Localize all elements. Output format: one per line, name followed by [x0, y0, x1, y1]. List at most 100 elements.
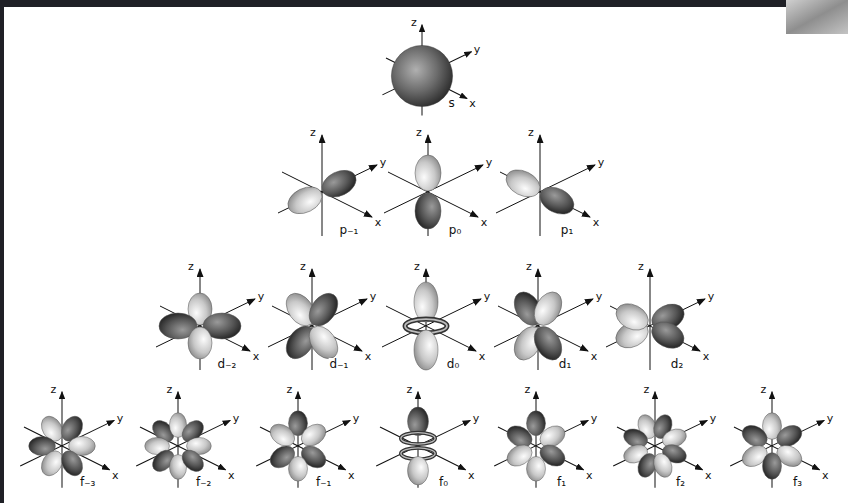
orbital-plot: [278, 135, 377, 236]
axis-label: x: [592, 217, 601, 228]
axis-label: x: [467, 469, 476, 480]
orbital-label: p₁: [560, 224, 574, 236]
orbital-torus-highlight: [401, 433, 435, 444]
orbital-plot: [376, 392, 470, 488]
orbital-plot: [496, 135, 595, 236]
orbital-plot: [494, 269, 593, 370]
corner-thumbnail: [786, 0, 848, 34]
orbital-plot: [136, 392, 230, 488]
left-bar: [0, 0, 4, 503]
axis-label: z: [406, 384, 414, 395]
orbital-plot: [382, 269, 481, 370]
orbital-lobe: [178, 446, 208, 476]
orbital-lobe: [266, 420, 299, 451]
axis-label: z: [637, 261, 645, 272]
axis-label: x: [227, 469, 236, 480]
orbital-label: d₀: [446, 358, 460, 370]
orbital-lobe: [535, 182, 578, 220]
axis-label: z: [527, 127, 535, 138]
orbital-lobe: [188, 327, 212, 359]
orbital-label: s: [448, 97, 456, 109]
axis-label: z: [760, 384, 768, 395]
axis-label: y: [485, 157, 494, 168]
orbital-plot: [268, 269, 367, 370]
axis-label: z: [410, 17, 418, 28]
axis-label: y: [473, 44, 482, 55]
orbital-label: f₁: [556, 476, 567, 488]
axis-label: y: [257, 291, 266, 302]
axis-label: z: [299, 261, 307, 272]
axis-label: x: [347, 469, 356, 480]
orbital-torus: [401, 433, 435, 444]
axis-label: z: [187, 261, 195, 272]
top-bar: [0, 0, 848, 7]
orbital-plot: [613, 392, 707, 488]
orbital-label: f₀: [438, 476, 449, 488]
orbital-plot: [494, 392, 588, 488]
axis-label: x: [374, 217, 383, 228]
axis-label: y: [707, 291, 716, 302]
orbital-lobe: [650, 451, 675, 480]
orbital-lobe: [529, 287, 568, 330]
z-axis: [655, 392, 656, 488]
axis-label: z: [415, 127, 423, 138]
orbital-lobe: [415, 193, 441, 229]
axis-label: y: [595, 291, 604, 302]
axis-label: x: [468, 98, 477, 109]
axis-label: y: [597, 157, 606, 168]
orbital-lobe: [502, 165, 545, 203]
orbital-label: p₋₁: [339, 224, 360, 236]
orbital-lobe: [763, 453, 782, 480]
orbital-label: p₀: [448, 224, 462, 236]
s-orbital-sphere: [391, 45, 452, 106]
axis-label: x: [590, 351, 599, 362]
axis-label: z: [50, 384, 58, 395]
orbital-lobe: [647, 317, 688, 354]
axis-label: x: [252, 351, 261, 362]
axis-label: z: [643, 384, 651, 395]
axis-label: y: [116, 412, 125, 423]
orbital-lobe: [283, 182, 326, 219]
orbital-lobe: [414, 282, 438, 322]
orbital-plot: [156, 269, 255, 370]
orbital-plot: [256, 392, 350, 488]
axis-label: z: [525, 261, 533, 272]
orbital-label: d₂: [670, 358, 684, 370]
axis-label: x: [111, 469, 120, 480]
z-axis: [62, 392, 63, 488]
axis-label: z: [286, 384, 294, 395]
orbital-label: d₁: [558, 358, 572, 370]
z-axis: [650, 269, 651, 370]
axis-label: x: [821, 469, 830, 480]
orbital-label: d₋₁: [329, 358, 350, 370]
orbital-label: f₋₃: [79, 476, 96, 488]
axis-label: x: [478, 351, 487, 362]
orbital-lobe: [318, 165, 361, 202]
axis-label: y: [472, 412, 481, 423]
orbital-label: f₂: [675, 476, 686, 488]
axis-label: y: [232, 412, 241, 423]
axis-label: y: [590, 412, 599, 423]
axis-label: y: [352, 412, 361, 423]
axis-label: z: [309, 127, 317, 138]
orbital-plot: [382, 25, 471, 116]
axis-label: y: [379, 157, 388, 168]
axis-label: x: [704, 469, 713, 480]
orbital-plot: [20, 392, 114, 488]
axis-label: x: [480, 217, 489, 228]
orbital-lobe: [57, 447, 87, 480]
axis-label: y: [826, 412, 835, 423]
orbital-lobe: [414, 330, 438, 370]
orbital-lobe: [289, 456, 308, 481]
orbital-lobe: [612, 299, 653, 336]
orbital-plot: [606, 269, 705, 370]
axis-label: z: [524, 384, 532, 395]
orbital-plot: [384, 135, 483, 236]
axis-label: x: [585, 469, 594, 480]
orbital-lobe: [527, 456, 546, 481]
axis-label: z: [166, 384, 174, 395]
orbital-lobe: [527, 411, 546, 436]
orbital-lobe: [303, 288, 343, 331]
